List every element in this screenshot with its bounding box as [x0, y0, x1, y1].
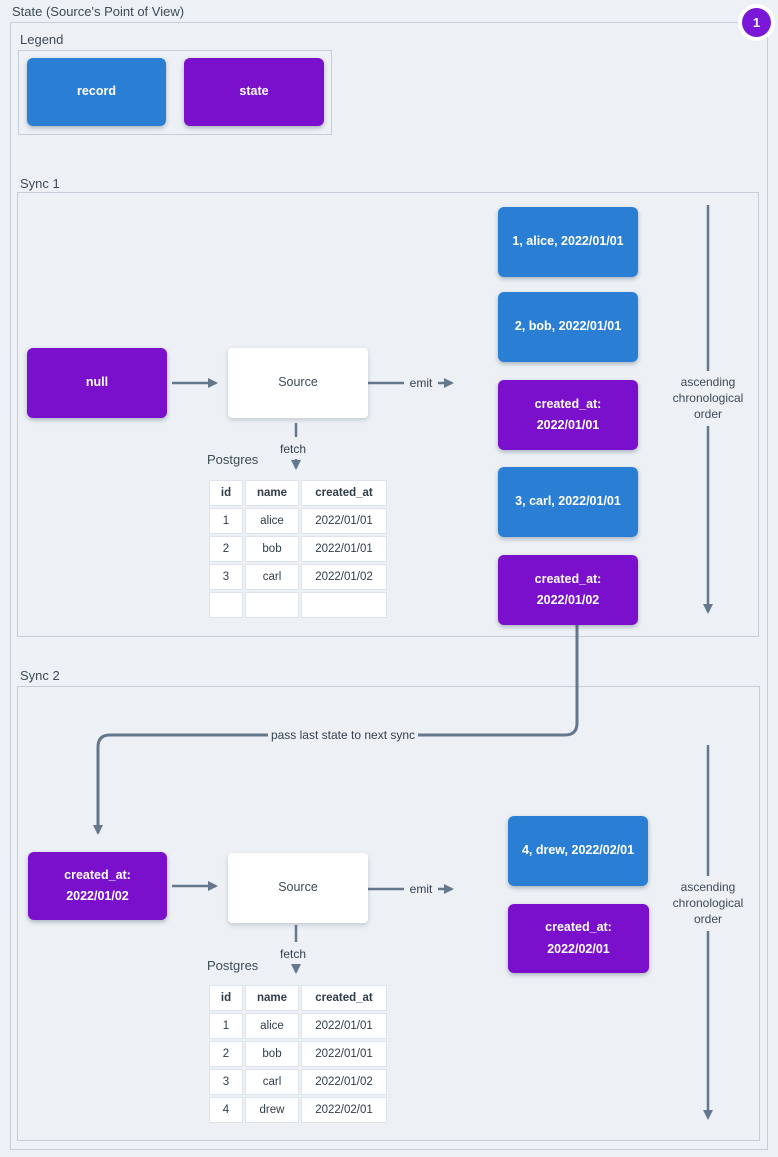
table-header-row: id name created_at: [209, 985, 387, 1011]
table-row: 1 alice 2022/01/01: [209, 508, 387, 534]
table-row: 3 carl 2022/01/02: [209, 1069, 387, 1095]
sync1-postgres-label: Postgres: [207, 452, 259, 467]
sync1-source-box: Source: [228, 348, 368, 418]
col-header-name: name: [245, 480, 299, 506]
col-header-created-at: created_at: [301, 985, 387, 1011]
record-box: 3, carl, 2022/01/01: [498, 467, 638, 537]
col-header-id: id: [209, 480, 243, 506]
table-header-row: id name created_at: [209, 480, 387, 506]
legend-panel: [18, 50, 332, 135]
sync1-title: Sync 1: [20, 176, 60, 191]
table-cell: bob: [245, 1041, 299, 1067]
table-cell: 4: [209, 1097, 243, 1123]
table-cell: 2022/01/01: [301, 508, 387, 534]
sync2-postgres-table: id name created_at 1 alice 2022/01/01 2 …: [207, 983, 389, 1125]
table-row: 2 bob 2022/01/01: [209, 536, 387, 562]
sync2-order-label: ascending chronological order: [672, 880, 744, 926]
table-cell: alice: [245, 1013, 299, 1039]
pass-state-label: pass last state to next sync: [267, 728, 419, 742]
sync1-postgres-table: id name created_at 1 alice 2022/01/01 2 …: [207, 478, 389, 620]
table-cell: 1: [209, 508, 243, 534]
table-row: 4 drew 2022/02/01: [209, 1097, 387, 1123]
table-cell: carl: [245, 564, 299, 590]
table-cell: 3: [209, 1069, 243, 1095]
legend-state-swatch: state: [184, 58, 324, 126]
sync2-input-state-box: created_at: 2022/01/02: [28, 852, 167, 920]
table-cell: 2022/01/01: [301, 1013, 387, 1039]
table-row: [209, 592, 387, 618]
table-cell: 2022/01/01: [301, 536, 387, 562]
page-title: State (Source's Point of View): [12, 4, 185, 19]
table-cell: 2: [209, 536, 243, 562]
table-row: 1 alice 2022/01/01: [209, 1013, 387, 1039]
table-cell: alice: [245, 508, 299, 534]
sync1-emit-label: emit: [406, 376, 436, 390]
record-box: 4, drew, 2022/02/01: [508, 816, 648, 886]
col-header-id: id: [209, 985, 243, 1011]
step-badge: 1: [742, 8, 771, 37]
record-box: 2, bob, 2022/01/01: [498, 292, 638, 362]
outer-panel: [10, 22, 768, 1150]
table-cell: [245, 592, 299, 618]
table-cell: 2022/02/01: [301, 1097, 387, 1123]
table-cell: 2022/01/01: [301, 1041, 387, 1067]
sync2-postgres-label: Postgres: [207, 958, 259, 973]
sync2-title: Sync 2: [20, 668, 60, 683]
sync1-order-label: ascending chronological order: [672, 375, 744, 421]
state-box: created_at: 2022/02/01: [508, 904, 649, 973]
table-cell: 2022/01/02: [301, 1069, 387, 1095]
record-box: 1, alice, 2022/01/01: [498, 207, 638, 277]
table-cell: 2: [209, 1041, 243, 1067]
table-cell: bob: [245, 536, 299, 562]
col-header-created-at: created_at: [301, 480, 387, 506]
sync2-fetch-label: fetch: [276, 947, 310, 961]
table-cell: 2022/01/02: [301, 564, 387, 590]
state-box: created_at: 2022/01/01: [498, 380, 638, 450]
legend-title: Legend: [20, 32, 64, 47]
sync2-emit-label: emit: [406, 882, 436, 896]
table-row: 3 carl 2022/01/02: [209, 564, 387, 590]
sync1-input-state-box: null: [27, 348, 167, 418]
sync1-fetch-label: fetch: [276, 442, 310, 456]
table-cell: [209, 592, 243, 618]
state-box: created_at: 2022/01/02: [498, 555, 638, 625]
legend-record-swatch: record: [27, 58, 166, 126]
table-cell: 1: [209, 1013, 243, 1039]
col-header-name: name: [245, 985, 299, 1011]
table-cell: carl: [245, 1069, 299, 1095]
table-cell: drew: [245, 1097, 299, 1123]
table-cell: 3: [209, 564, 243, 590]
sync2-source-box: Source: [228, 853, 368, 923]
table-cell: [301, 592, 387, 618]
table-row: 2 bob 2022/01/01: [209, 1041, 387, 1067]
